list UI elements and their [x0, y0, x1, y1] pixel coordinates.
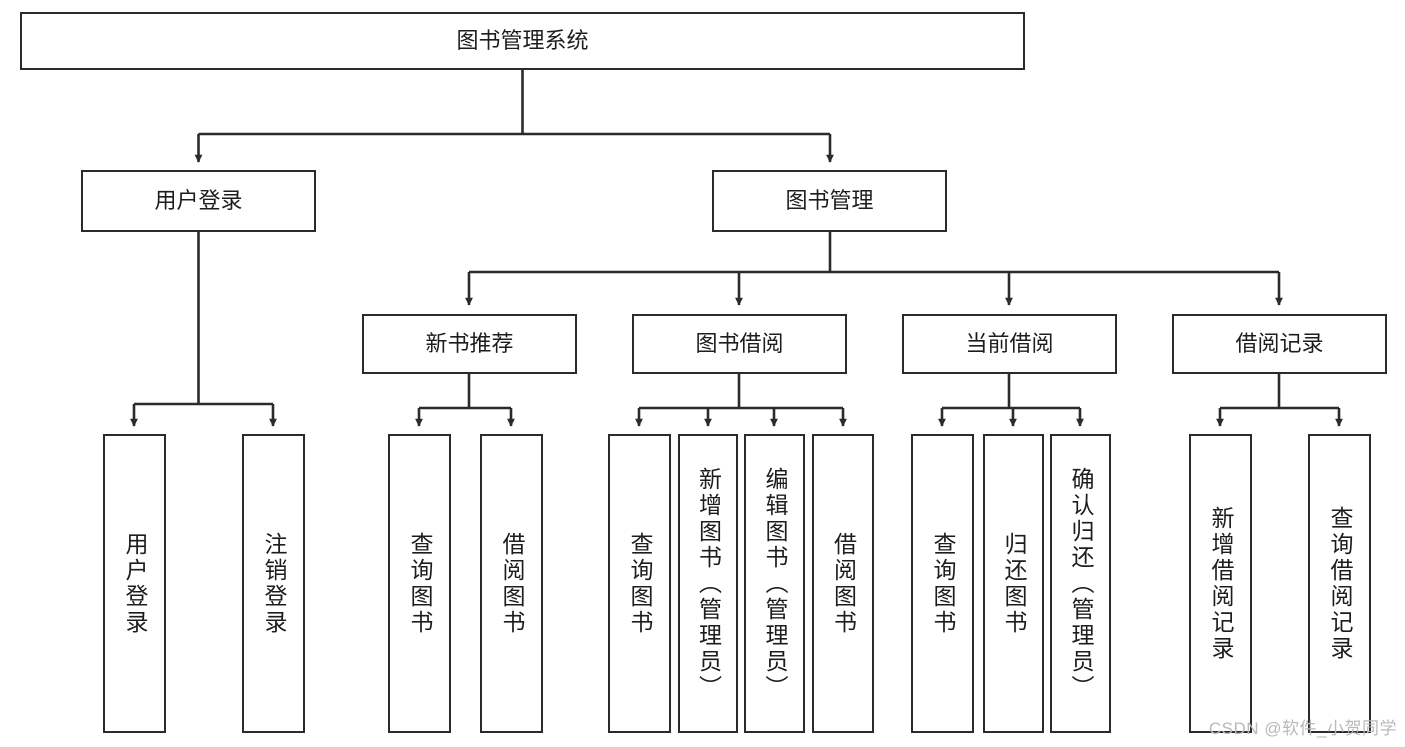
leaf-query-borrow-record-label: 查询借阅记录	[1327, 505, 1353, 662]
leaf-add-book-admin[interactable]: 新增图书（管理员）	[678, 434, 738, 733]
leaf-logout-label: 注销登录	[261, 531, 287, 636]
leaf-logout[interactable]: 注销登录	[242, 434, 305, 733]
leaf-return-books[interactable]: 归还图书	[983, 434, 1044, 733]
leaf-lend-books-label: 借阅图书	[830, 531, 857, 636]
leaf-add-borrow-record-label: 新增借阅记录	[1208, 505, 1234, 662]
leaf-borrow-books-recommend-label: 借阅图书	[499, 531, 525, 636]
leaf-query-books-borrow-label: 查询图书	[627, 531, 653, 636]
leaf-confirm-return-admin[interactable]: 确认归还（管理员）	[1050, 434, 1111, 733]
leaf-return-books-label: 归还图书	[1001, 531, 1027, 636]
node-borrow-records[interactable]: 借阅记录	[1172, 314, 1387, 374]
leaf-confirm-return-admin-label: 确认归还（管理员）	[1068, 466, 1094, 701]
leaf-add-borrow-record[interactable]: 新增借阅记录	[1189, 434, 1252, 733]
node-current-borrow[interactable]: 当前借阅	[902, 314, 1117, 374]
leaf-user-login[interactable]: 用户登录	[103, 434, 166, 733]
node-new-book-recommend[interactable]: 新书推荐	[362, 314, 577, 374]
leaf-user-login-label: 用户登录	[122, 531, 148, 636]
leaf-query-books-current-label: 查询图书	[930, 531, 956, 636]
leaf-edit-book-admin[interactable]: 编辑图书（管理员）	[744, 434, 805, 733]
node-new-book-recommend-label: 新书推荐	[425, 331, 514, 357]
node-borrow-records-label: 借阅记录	[1235, 331, 1324, 357]
node-current-borrow-label: 当前借阅	[965, 331, 1054, 357]
leaf-edit-book-admin-label: 编辑图书（管理员）	[762, 466, 788, 701]
leaf-query-books-recommend[interactable]: 查询图书	[388, 434, 451, 733]
leaf-lend-books[interactable]: 借阅图书	[812, 434, 874, 733]
node-book-management[interactable]: 图书管理	[712, 170, 947, 232]
node-book-borrow[interactable]: 图书借阅	[632, 314, 847, 374]
node-user-login[interactable]: 用户登录	[81, 170, 316, 232]
leaf-borrow-books-recommend[interactable]: 借阅图书	[480, 434, 543, 733]
leaf-query-books-current[interactable]: 查询图书	[911, 434, 974, 733]
node-book-management-label: 图书管理	[785, 188, 874, 214]
node-user-login-label: 用户登录	[154, 188, 243, 214]
node-root-label: 图书管理系统	[456, 28, 589, 54]
node-root-system[interactable]: 图书管理系统	[20, 12, 1025, 70]
leaf-query-books-borrow[interactable]: 查询图书	[608, 434, 671, 733]
leaf-query-borrow-record[interactable]: 查询借阅记录	[1308, 434, 1371, 733]
node-book-borrow-label: 图书借阅	[695, 331, 784, 357]
leaf-add-book-admin-label: 新增图书（管理员）	[695, 466, 722, 701]
leaf-query-books-recommend-label: 查询图书	[407, 531, 433, 636]
